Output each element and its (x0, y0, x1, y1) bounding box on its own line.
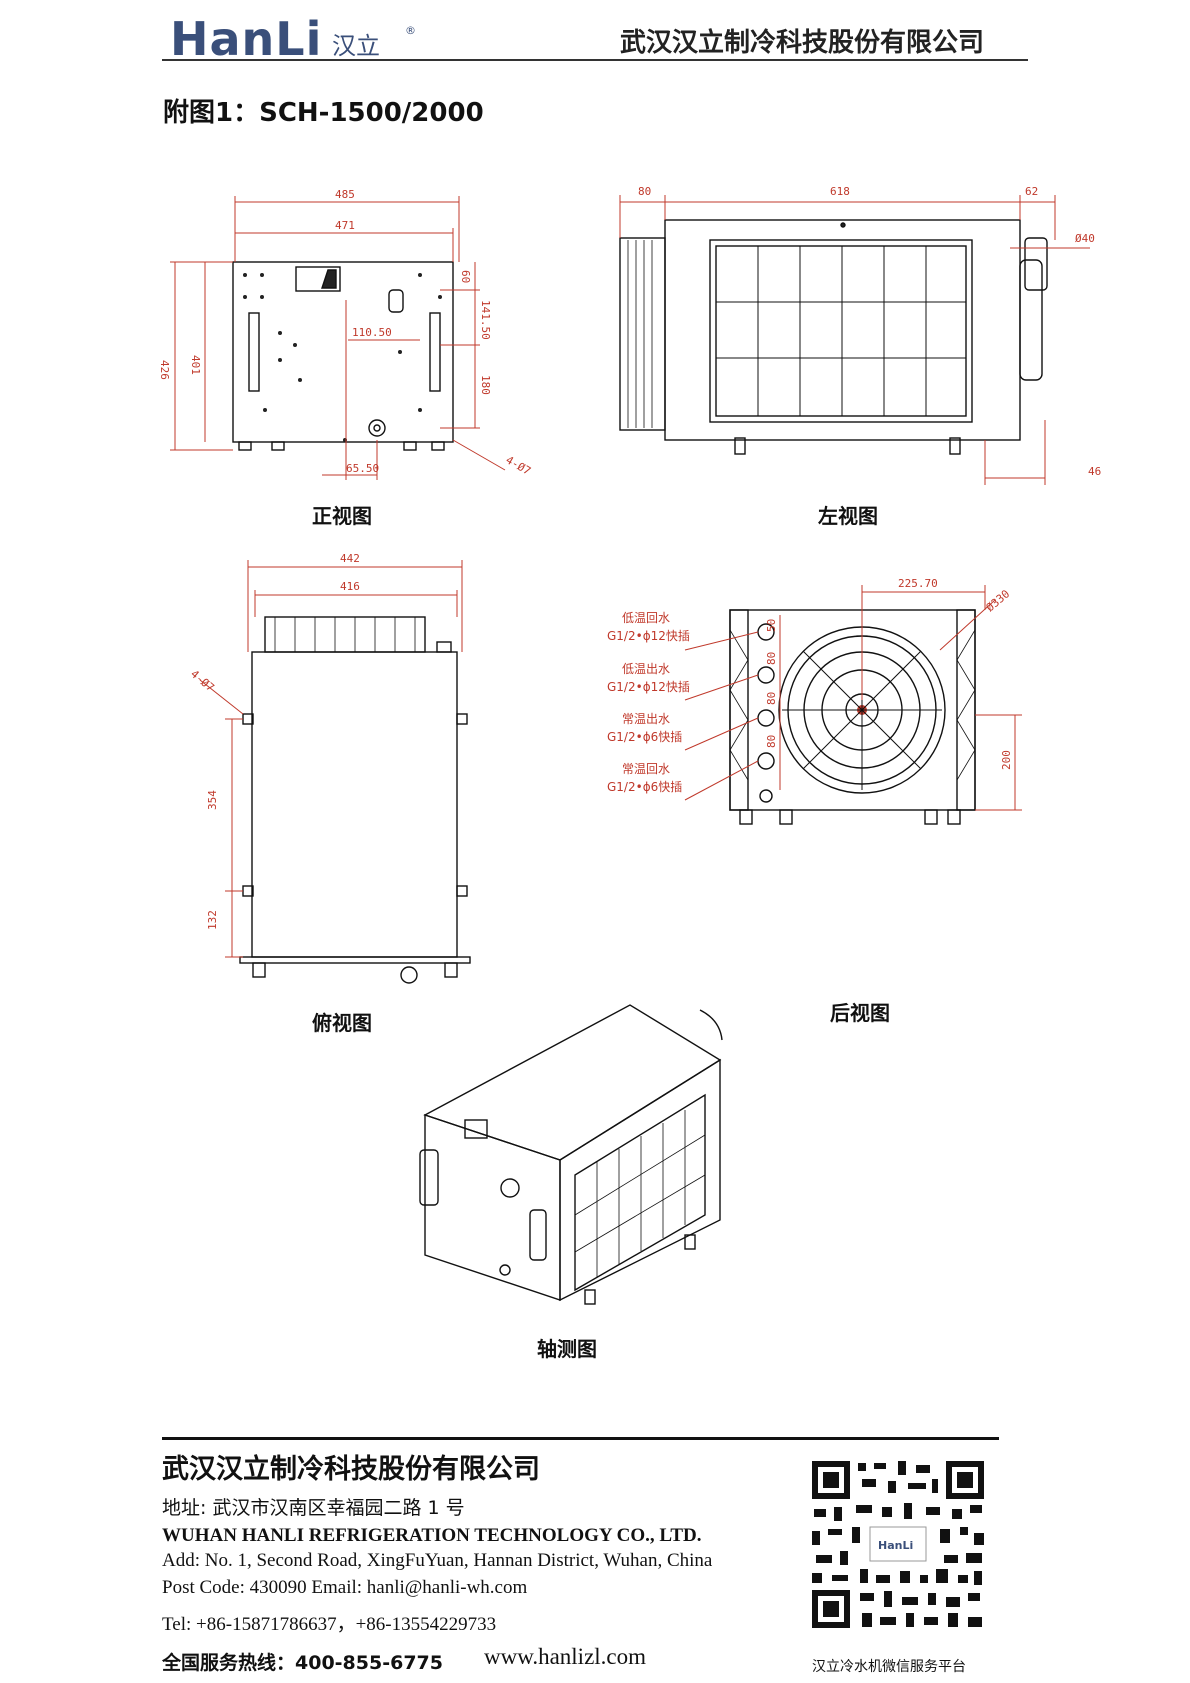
qr-logo: HanLi (878, 1539, 913, 1552)
port-1-name: 低温回水 (622, 611, 670, 625)
dim-50: 50 (765, 619, 778, 632)
port-3-name: 常温出水 (622, 712, 670, 726)
logo-cn: 汉立 (332, 32, 380, 60)
dim-354: 354 (206, 790, 219, 810)
technical-drawings: 485 471 426 401 60 141.50 180 110.50 65.… (158, 185, 1101, 1305)
port-2-name: 低温出水 (622, 662, 670, 676)
footer-address-cn: 地址: 武汉市汉南区幸福园二路 1 号 (162, 1497, 465, 1519)
port-3-spec: G1/2•ϕ6快插 (607, 730, 682, 744)
port-1-spec: G1/2•ϕ12快插 (607, 629, 690, 643)
dim-225.70: 225.70 (898, 577, 938, 590)
dim-d330: Ø330 (984, 587, 1013, 614)
footer-hotline: 全国服务热线：400-855-6775 (162, 1652, 443, 1674)
dim-442: 442 (340, 552, 360, 565)
caption-back: 后视图 (830, 1001, 890, 1025)
qr-caption: 汉立冷水机微信服务平台 (812, 1659, 966, 1675)
caption-left: 左视图 (818, 504, 878, 528)
dim-110.50: 110.50 (352, 326, 392, 339)
back-view-port-labels: 低温回水 G1/2•ϕ12快插 低温出水 G1/2•ϕ12快插 常温出水 G1/… (607, 611, 690, 794)
dim-180: 180 (479, 375, 492, 395)
dim-426: 426 (158, 360, 171, 380)
left-view: 80 618 62 Ø40 46 (619, 185, 1101, 485)
dim-141.50: 141.50 (479, 300, 492, 340)
dim-65.50: 65.50 (346, 462, 379, 475)
dim-60: 60 (459, 270, 472, 283)
caption-front: 正视图 (312, 504, 372, 528)
dim-80b: 80 (765, 692, 778, 705)
dim-46: 46 (1088, 465, 1101, 478)
dim-132: 132 (206, 910, 219, 930)
port-2-spec: G1/2•ϕ12快插 (607, 680, 690, 694)
back-view: 225.70 Ø330 200 50 80 80 80 (684, 577, 1022, 825)
header: HanLi 汉立 ® 武汉汉立制冷科技股份有限公司 (160, 10, 1030, 62)
figure-title: 附图1：SCH-1500/2000 (163, 98, 484, 128)
footer-website[interactable]: www.hanlizl.com (484, 1644, 647, 1669)
dim-80: 80 (638, 185, 651, 198)
caption-top: 俯视图 (312, 1011, 372, 1035)
front-view: 485 471 426 401 60 141.50 180 110.50 65.… (158, 188, 533, 480)
dim-62: 62 (1025, 185, 1038, 198)
dim-471: 471 (335, 219, 355, 232)
footer-company-en: WUHAN HANLI REFRIGERATION TECHNOLOGY CO.… (162, 1525, 702, 1546)
logo: HanLi (170, 12, 323, 66)
dim-416: 416 (340, 580, 360, 593)
iso-view (419, 1004, 723, 1305)
footer-tel: Tel: +86-15871786637，+86-13554229733 (162, 1614, 497, 1635)
top-view: 442 416 4-Ø7 354 132 (188, 552, 471, 984)
port-4-spec: G1/2•ϕ6快插 (607, 780, 682, 794)
header-rule (162, 59, 1028, 61)
footer-company: 武汉汉立制冷科技股份有限公司 (162, 1454, 540, 1485)
header-company-name: 武汉汉立制冷科技股份有限公司 (620, 28, 985, 58)
qr-code: HanLi (808, 1457, 988, 1632)
dim-80a: 80 (765, 652, 778, 665)
port-4-name: 常温回水 (622, 762, 670, 776)
dim-401: 401 (189, 355, 202, 375)
dim-4-holes: 4-Ø7 (504, 453, 533, 478)
registered-mark: ® (405, 24, 416, 37)
footer-address-en: Add: No. 1, Second Road, XingFuYuan, Han… (162, 1550, 713, 1571)
caption-iso: 轴测图 (537, 1337, 597, 1361)
dim-d40: Ø40 (1075, 232, 1095, 245)
dim-485: 485 (335, 188, 355, 201)
dim-80c: 80 (765, 735, 778, 748)
footer-post-email: Post Code: 430090 Email: hanli@hanli-wh.… (162, 1577, 528, 1598)
dim-618: 618 (830, 185, 850, 198)
dim-200: 200 (1000, 750, 1013, 770)
footer-rule (162, 1437, 999, 1440)
